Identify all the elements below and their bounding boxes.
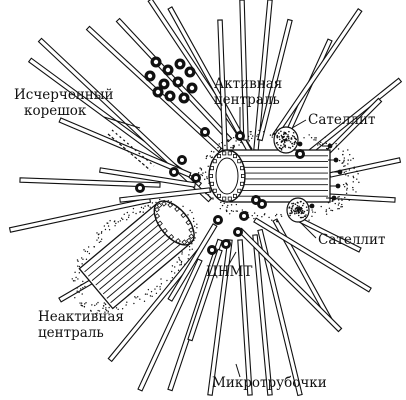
satellite-top — [274, 127, 298, 153]
label-active-centriole: Активная централь — [214, 76, 282, 108]
label-microtubules: Микротрубочки — [212, 375, 327, 391]
label-satellite-right: Сателлит — [318, 232, 385, 248]
label-mtoc: ЦНМТ — [206, 264, 252, 280]
label-satellite-top: Сателлит — [308, 112, 375, 128]
satellite-right — [287, 198, 309, 222]
microtubule — [120, 188, 210, 202]
label-striated-root: Исчерченный корешок — [14, 87, 114, 119]
label-inactive-centriole: Неактивная централь — [38, 309, 124, 341]
microtubule — [240, 0, 248, 140]
